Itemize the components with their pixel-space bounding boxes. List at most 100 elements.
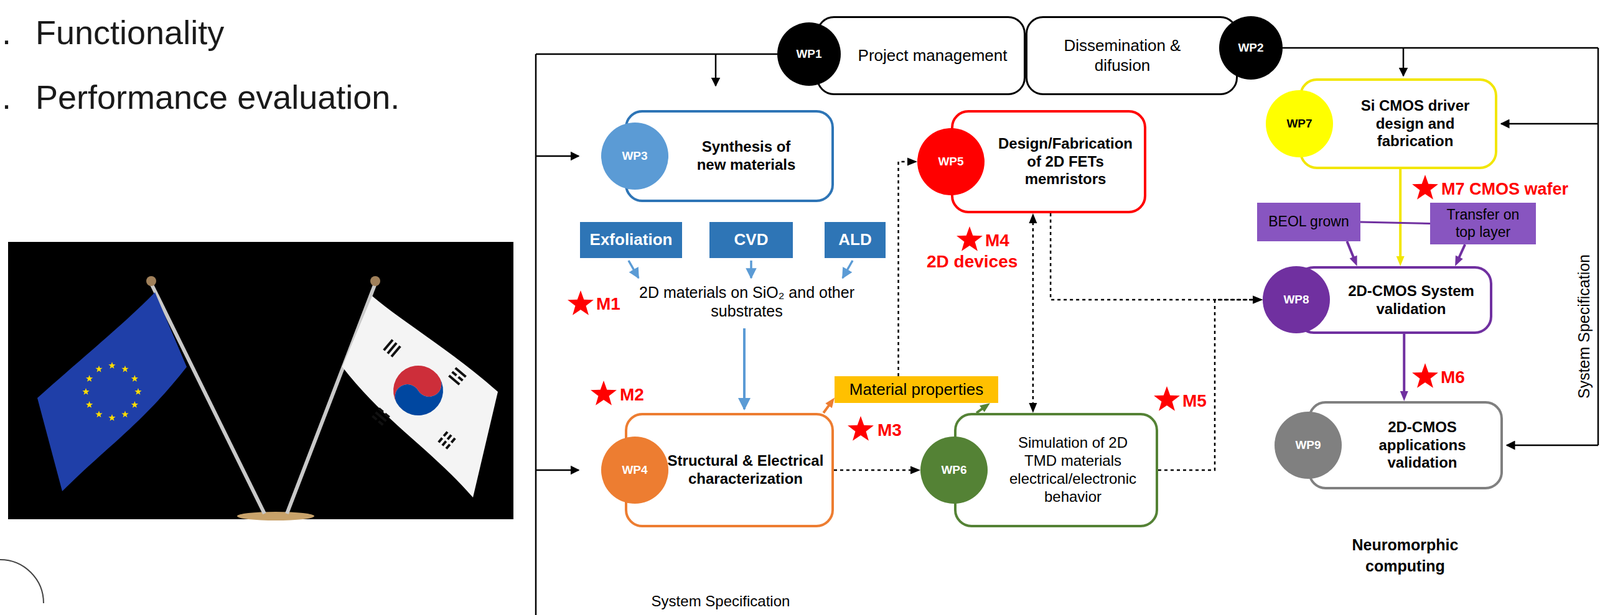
logo-arc — [0, 560, 44, 604]
process-box: Dissemination & difusion — [1025, 16, 1238, 96]
wp-number: WP1 — [795, 47, 822, 62]
wp-circle: WP3 — [601, 122, 669, 190]
node-text: Simulation of 2D TMD materials electrica… — [1006, 434, 1141, 506]
trigrams — [371, 339, 467, 450]
node-text: CVD — [734, 230, 769, 250]
milestone-label-box: M6 — [1440, 367, 1465, 389]
arrow-head — [1400, 391, 1409, 402]
connector — [1454, 244, 1465, 267]
connector-line — [833, 469, 912, 472]
wp-number: WP4 — [621, 463, 648, 478]
milestone-label-box: M4 — [985, 230, 1010, 252]
connector-line — [1402, 334, 1406, 393]
pole-knob — [370, 276, 381, 287]
connector — [1028, 213, 1037, 414]
connector-line — [1158, 299, 1254, 471]
wp-number: WP8 — [1283, 293, 1309, 308]
milestone-label: M5 — [1182, 390, 1207, 412]
wp-number: WP5 — [937, 154, 964, 170]
connector-line — [1360, 222, 1431, 225]
node-text: Synthesis of new materials — [687, 138, 806, 175]
node-text: Design/Fabrication of 2D FETs memristors — [990, 135, 1141, 189]
method-arrows — [628, 260, 853, 410]
milestone-stars — [567, 174, 1439, 442]
connector — [1158, 296, 1263, 472]
node-text: Material properties — [849, 380, 984, 400]
flag-pole — [151, 283, 265, 515]
connector-line — [1050, 213, 1254, 300]
wp-circle: WP2 — [1219, 16, 1283, 80]
list-number: . — [1, 12, 12, 53]
side-label: System Specification — [1574, 245, 1594, 408]
milestone-label-box: M1 — [596, 293, 621, 315]
wp-circle: WP6 — [920, 436, 988, 505]
filled-box: Exfoliation — [580, 222, 683, 259]
node-text: BEOL grown — [1268, 213, 1350, 231]
connector-line — [898, 161, 909, 377]
arrow-head — [1028, 403, 1037, 414]
milestone-label: M4 — [985, 230, 1010, 252]
flag-stand — [237, 512, 315, 521]
filled-box: CVD — [709, 222, 793, 259]
arrow-head — [1349, 255, 1358, 267]
list-item-box: Functionality — [35, 12, 225, 53]
connector — [1346, 241, 1357, 267]
node-text: Exfoliation — [589, 230, 673, 250]
wp-circle: WP4 — [601, 436, 669, 505]
milestone-label: M2 — [619, 384, 645, 406]
connector — [833, 466, 921, 475]
arrow-head — [1252, 296, 1263, 305]
arrow-head — [1252, 296, 1263, 305]
node-text: Dissemination & difusion — [1060, 36, 1185, 75]
list-number-box: . — [1, 12, 12, 53]
arrow-head — [910, 466, 921, 475]
side-label-box: System Specification — [1574, 245, 1594, 408]
eu-flag — [37, 292, 187, 492]
taegeuk — [383, 356, 452, 425]
wp-circle: WP1 — [777, 22, 841, 86]
flag-pole — [286, 283, 376, 515]
arrow-head — [1454, 255, 1464, 267]
arrow-head — [907, 158, 918, 167]
connector — [1400, 334, 1409, 402]
node-text: 2D-CMOS System validation — [1336, 282, 1487, 319]
korea-flag — [342, 296, 498, 498]
connector-line — [823, 405, 830, 414]
node-text: Transfer on top layer — [1439, 206, 1527, 241]
node-text: 2D-CMOS applications validation — [1347, 418, 1497, 473]
connector-line — [1032, 222, 1035, 405]
connector-line — [1398, 169, 1402, 258]
list-number-box: . — [1, 77, 12, 118]
output-note-box: 2D materials on SiO₂ and other substrate… — [622, 283, 872, 321]
bottom-label-box: System Specification — [647, 593, 795, 612]
wp-number: WP7 — [1286, 116, 1312, 132]
arrow-head — [979, 403, 991, 413]
wp-number: WP2 — [1237, 41, 1264, 56]
milestone-label: M6 — [1440, 367, 1465, 389]
bottom-label: System Specification — [647, 593, 795, 612]
milestone-note-box: 2D devices — [926, 251, 1018, 273]
milestone-label: M1 — [596, 293, 621, 315]
milestone-label-box: M3 — [877, 420, 902, 442]
connector — [823, 398, 835, 414]
list-item: Functionality — [35, 12, 225, 53]
node-text: Si CMOS driver design and fabrication — [1352, 97, 1478, 151]
output-note: 2D materials on SiO₂ and other substrate… — [622, 283, 872, 321]
connector — [976, 403, 991, 414]
application-note-box: Neuromorphic computing — [1330, 535, 1480, 578]
arrow-head — [1396, 256, 1405, 267]
wp-circle: WP7 — [1265, 90, 1334, 158]
application-note: Neuromorphic computing — [1330, 535, 1480, 578]
connector-line — [1458, 244, 1465, 259]
connector-line — [1346, 241, 1354, 259]
milestone-label-box: M7 CMOS wafer — [1441, 179, 1569, 200]
list-item: Performance evaluation. — [35, 77, 400, 118]
arrow-head — [1028, 213, 1037, 224]
wp-number: WP3 — [621, 149, 648, 164]
milestone-label-box: M2 — [619, 384, 645, 406]
connector — [1396, 169, 1405, 267]
wp-circle: WP8 — [1262, 266, 1330, 334]
connector — [1050, 213, 1263, 305]
node-text: ALD — [838, 230, 872, 250]
